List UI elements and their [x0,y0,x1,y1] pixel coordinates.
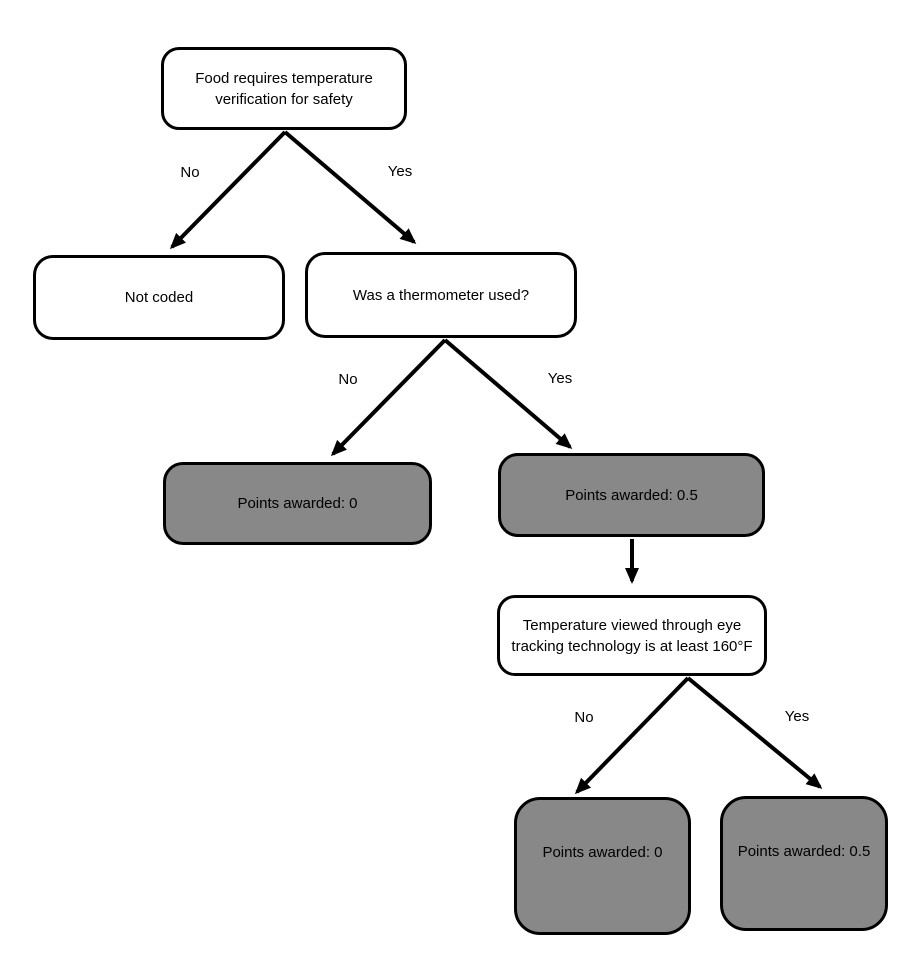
node-not-coded-label: Not coded [124,289,194,306]
node-temp-160: Temperature viewed through eye tracking … [497,595,767,676]
node-temp-160-label: Temperature viewed through eye tracking … [511,616,753,655]
arrow-thermometer-to-points-half [443,338,573,449]
node-points-half-bottom-label: Points awarded: 0.5 [737,843,871,860]
node-points-half-mid: Points awarded: 0.5 [498,453,765,537]
arrow-thermometer-to-points-zero [330,338,447,457]
node-root-label: Food requires temperature verification f… [195,69,373,108]
edge-label-root-yes: Yes [387,163,413,180]
edge-label-temp160-no: No [574,709,594,726]
arrow-root-to-thermometer [283,130,417,244]
arrow-root-to-not-coded [169,130,287,250]
edge-label-thermometer-no: No [338,371,358,388]
node-points-zero-bottom: Points awarded: 0 [514,797,691,935]
edge-label-thermometer-yes: Yes [547,370,573,387]
node-points-zero-bottom-label: Points awarded: 0 [542,844,663,861]
node-thermometer: Was a thermometer used? [305,252,577,338]
arrow-temp160-to-points-zero [574,676,690,795]
node-not-coded: Not coded [33,255,285,340]
node-thermometer-label: Was a thermometer used? [352,286,530,304]
arrow-temp160-to-points-half [686,676,823,789]
node-points-zero-mid-label: Points awarded: 0 [237,495,358,512]
node-root: Food requires temperature verification f… [161,47,407,130]
node-points-zero-mid: Points awarded: 0 [163,462,432,545]
node-points-half-bottom: Points awarded: 0.5 [720,796,888,931]
node-points-half-mid-label: Points awarded: 0.5 [565,486,698,504]
edge-label-root-no: No [180,164,200,181]
edge-label-temp160-yes: Yes [784,708,810,725]
